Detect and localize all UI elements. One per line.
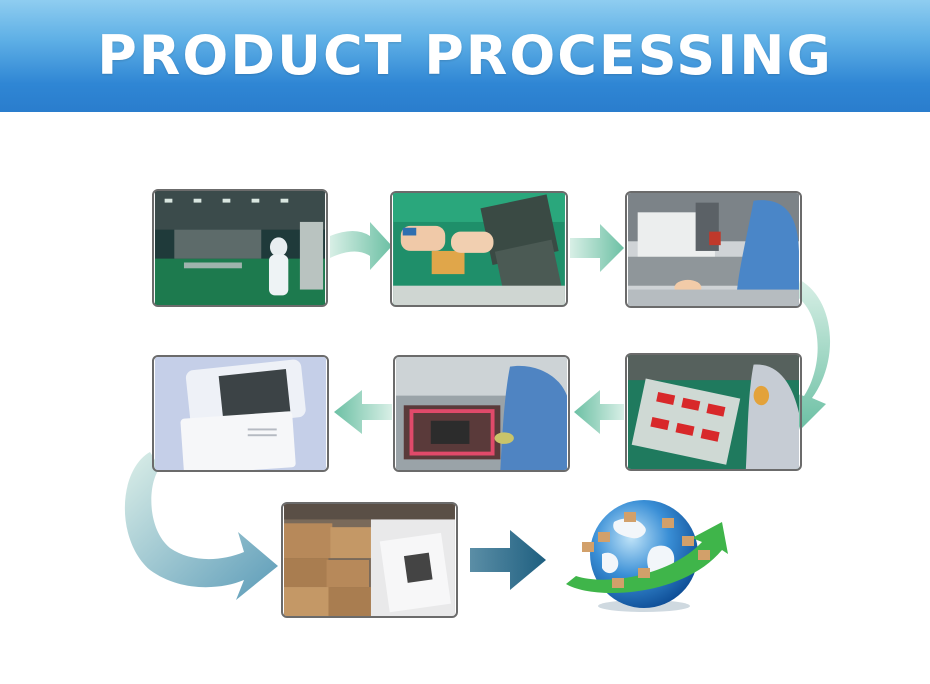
screen-lamination-image: [396, 357, 567, 470]
header-banner: PRODUCT PROCESSING: [0, 0, 930, 112]
arrow-row1-to-row2: [790, 280, 831, 430]
step-production-line: [625, 353, 802, 471]
packaged-boxes-image: [284, 504, 455, 616]
arrow-row2-to-row3: [124, 452, 278, 600]
step-circuit-assembly: [390, 191, 568, 307]
step-finished-screen: [152, 355, 329, 472]
arrow-step1-to-step2: [330, 222, 392, 270]
step-packaged-boxes: [281, 502, 458, 618]
arrow-step5-to-step6: [334, 390, 392, 434]
global-shipping-globe-icon: [566, 500, 728, 612]
finished-screen-image: [155, 357, 326, 470]
circuit-assembly-image: [393, 193, 565, 305]
arrow-to-shipping: [470, 530, 546, 590]
clean-room-factory-image: [154, 191, 326, 305]
production-line-image: [628, 355, 799, 469]
arrow-step4-to-step5: [574, 390, 624, 434]
step-screen-lamination: [393, 355, 570, 472]
step-clean-room-factory: [152, 189, 328, 307]
dispensing-machine-image: [628, 193, 799, 306]
arrow-step2-to-step3: [570, 224, 624, 272]
page-title: PRODUCT PROCESSING: [97, 24, 833, 87]
step-dispensing-machine: [625, 191, 802, 308]
global-shipping: [552, 492, 730, 616]
